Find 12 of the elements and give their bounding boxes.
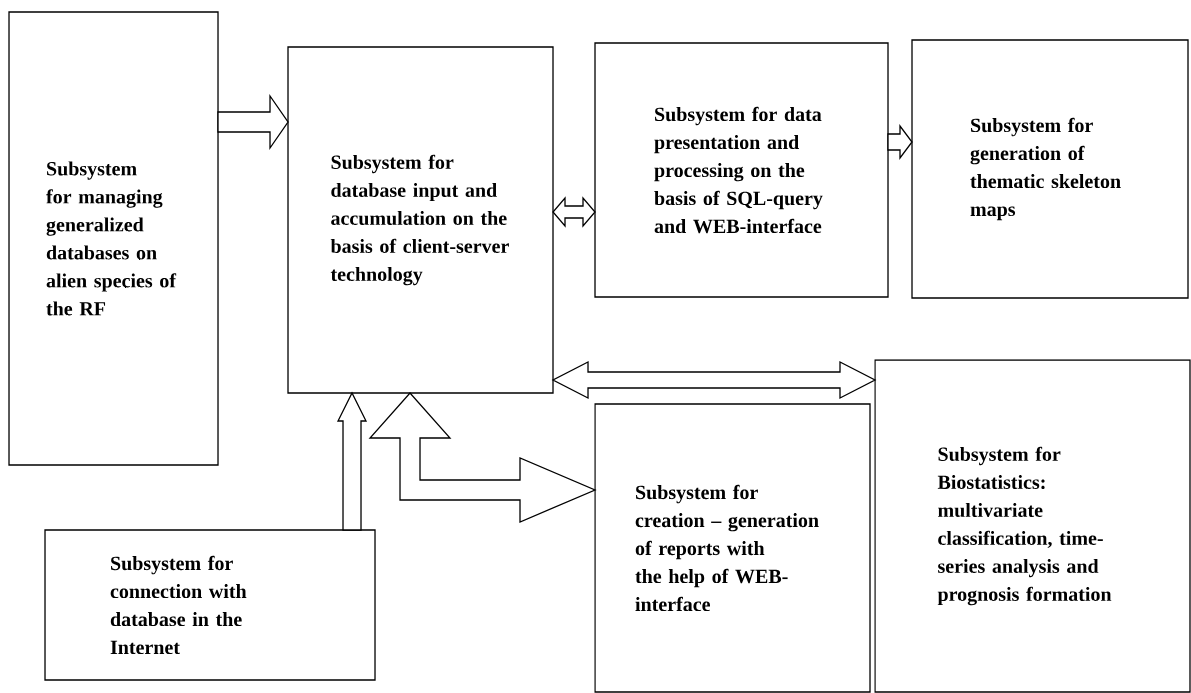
subsystem-box: Subsystem for managing generalized databases on alien species of the RF — [8, 11, 219, 466]
subsystem-box: Subsystem for data presentation and processing on the basis of SQL-query and WEB-interface — [594, 42, 889, 298]
block-arrow — [336, 391, 368, 531]
block-arrow — [217, 93, 289, 151]
block-arrow — [887, 124, 913, 160]
subsystem-box: Subsystem for database input and accumulation on the basis of client-server technology — [287, 46, 554, 394]
subsystem-box: Subsystem for creation – generation of reports with the help of WEB-interface — [594, 403, 871, 693]
block-arrow — [551, 360, 877, 400]
subsystem-box: Subsystem for connection with database in the Internet — [44, 529, 376, 681]
block-arrow — [552, 196, 596, 228]
subsystem-box: Subsystem for Biostatistics: multivariate classification, time-series analysis and prognosis formation — [874, 359, 1191, 693]
subsystem-box: Subsystem for generation of thematic skeleton maps — [911, 39, 1189, 299]
